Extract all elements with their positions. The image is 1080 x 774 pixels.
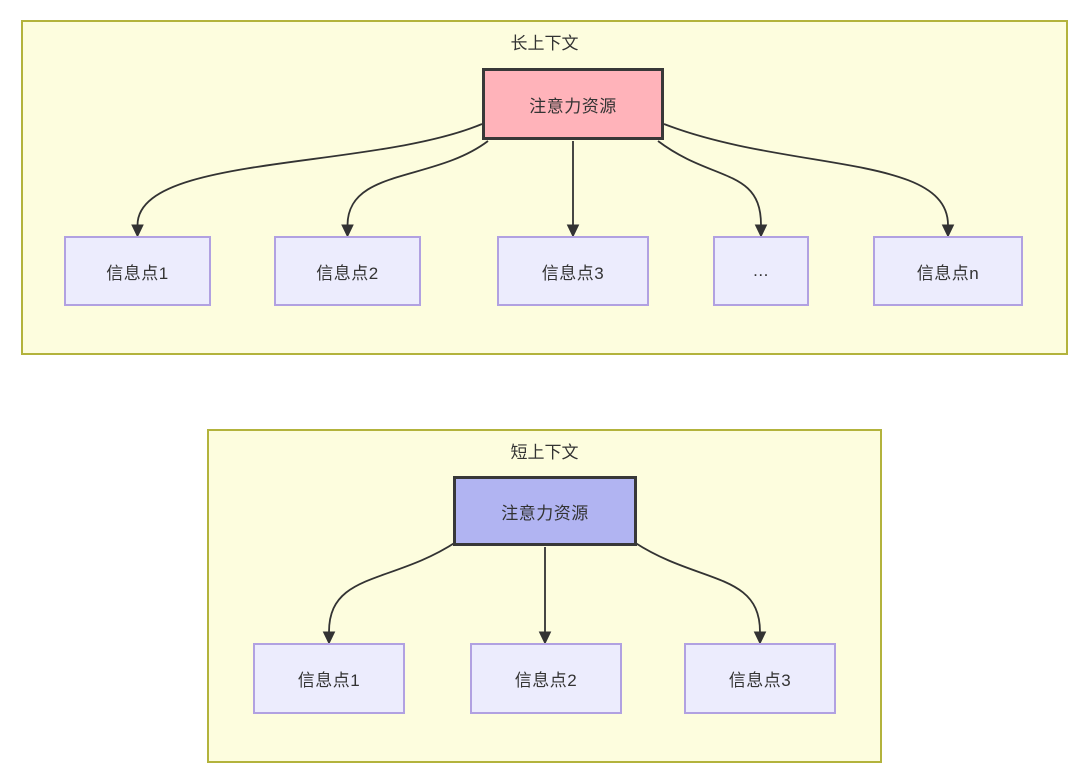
node-info-point-3-long: 信息点3 xyxy=(497,236,649,306)
node-info-point-1-long: 信息点1 xyxy=(64,236,211,306)
node-info-point-2-short: 信息点2 xyxy=(470,643,622,714)
node-info-point-2-long: 信息点2 xyxy=(274,236,421,306)
node-attention-resource-long: 注意力资源 xyxy=(482,68,664,140)
node-info-point-1-short: 信息点1 xyxy=(253,643,405,714)
node-info-point-3-short: 信息点3 xyxy=(684,643,836,714)
cluster-short-title: 短上下文 xyxy=(510,443,579,462)
node-attention-resource-short: 注意力资源 xyxy=(453,476,637,546)
node-info-point-n-long: 信息点n xyxy=(873,236,1023,306)
node-ellipsis-long: ... xyxy=(713,236,809,306)
cluster-long-title: 长上下文 xyxy=(510,34,579,53)
